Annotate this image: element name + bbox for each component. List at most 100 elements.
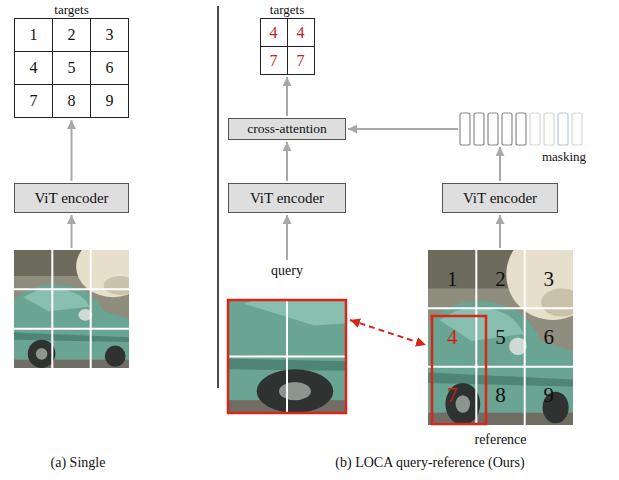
patch-number: 5 xyxy=(495,327,506,348)
box-label: ViT encoder xyxy=(250,189,324,207)
attention-box: cross-attention xyxy=(228,118,346,140)
divider-line xyxy=(217,6,219,388)
patch-cell: 6 xyxy=(525,308,573,366)
flow-arrow xyxy=(71,215,73,248)
patch-cell: 4 xyxy=(287,18,315,47)
correspondence-arrow xyxy=(350,320,426,345)
patch-cell: 7 xyxy=(287,46,315,75)
encoder-box: ViT encoder xyxy=(14,183,129,213)
masked-token xyxy=(558,113,568,145)
patch-cell: 5 xyxy=(52,51,91,85)
token xyxy=(516,113,526,145)
grid-heading: reference xyxy=(428,431,573,449)
box-label: ViT encoder xyxy=(463,189,537,207)
patch-cell: 2 xyxy=(52,18,91,52)
patch-cell: 9 xyxy=(525,367,573,425)
token xyxy=(502,113,512,145)
patch-cell: 4 xyxy=(260,18,288,47)
car-photo xyxy=(428,229,599,425)
patch-cell: 5 xyxy=(476,308,524,366)
patch-number: 1 xyxy=(447,269,458,290)
target-grid: targets123456789 xyxy=(14,2,129,118)
patch-cell: 7 xyxy=(428,367,476,425)
patch-number: 4 xyxy=(297,25,305,41)
patch-grid-lines xyxy=(14,250,129,368)
patch-number: 4 xyxy=(30,60,38,76)
flow-arrow xyxy=(71,120,73,181)
patch-number: 3 xyxy=(544,269,555,290)
patch-grid: 123456789 xyxy=(14,18,129,118)
patch-number: 2 xyxy=(68,27,76,43)
token xyxy=(474,113,484,145)
grid-line xyxy=(428,366,573,368)
grid-heading: targets xyxy=(14,2,129,18)
box-label: cross-attention xyxy=(247,121,326,137)
patch-number: 7 xyxy=(270,53,278,69)
patch-number: 7 xyxy=(297,53,305,69)
reference-image: 1 2 3 4 5 6 7 8 9 reference xyxy=(428,250,573,449)
flow-arrow xyxy=(499,147,501,181)
box-label: ViT encoder xyxy=(34,189,108,207)
patch-number: 4 xyxy=(447,327,458,348)
reference-image xyxy=(428,229,599,425)
patch-cell: 4 xyxy=(428,308,476,366)
patch-cell: 3 xyxy=(525,250,573,308)
caption-wrap: (b) LOCA query-reference (Ours) xyxy=(280,454,580,472)
grid-line xyxy=(524,250,526,425)
flow-arrow xyxy=(286,77,288,116)
patch-number: 8 xyxy=(495,385,506,406)
patch-cell: 9 xyxy=(90,84,129,118)
token xyxy=(460,113,470,145)
encoder-box: ViT encoder xyxy=(442,183,558,213)
grid-line xyxy=(228,356,346,358)
patch-cell: 1 xyxy=(14,18,53,52)
encoder-box: ViT encoder xyxy=(228,183,346,213)
query-outline xyxy=(228,300,346,413)
subfigure-caption: (b) LOCA query-reference (Ours) xyxy=(280,454,580,472)
grid-line xyxy=(90,250,92,368)
patch-cell: 4 xyxy=(14,51,53,85)
patch-number: 1 xyxy=(30,27,38,43)
patch-grid-lines xyxy=(228,300,346,413)
token-row: masking xyxy=(460,113,586,145)
grid-line xyxy=(14,328,129,330)
patch-cell: 7 xyxy=(260,46,288,75)
grid-line xyxy=(428,307,573,309)
photo-area xyxy=(228,300,346,413)
patch-number: 6 xyxy=(106,60,114,76)
grid-line xyxy=(14,288,129,290)
car-photo xyxy=(14,236,150,368)
patch-cell: 8 xyxy=(52,84,91,118)
masked-token xyxy=(530,113,540,145)
patch-cell: 3 xyxy=(90,18,129,52)
patch-grid: 1 2 3 4 5 6 7 8 9 xyxy=(428,250,573,425)
flow-arrow xyxy=(286,215,288,260)
patch-cell: 2 xyxy=(476,250,524,308)
patch-number: 7 xyxy=(447,385,458,406)
flow-arrow xyxy=(499,215,501,248)
patch-cell: 6 xyxy=(90,51,129,85)
patch-cell: 1 xyxy=(428,250,476,308)
caption-wrap: (a) Single xyxy=(0,454,228,472)
flow-arrow xyxy=(286,142,288,181)
patch-number: 4 xyxy=(270,25,278,41)
subfigure-caption: (a) Single xyxy=(0,454,228,472)
grid-line xyxy=(475,250,477,425)
patch-number: 3 xyxy=(106,27,114,43)
patch-number: 9 xyxy=(544,385,555,406)
token-row xyxy=(460,113,582,145)
target-grid: targets 4 4 7 7 xyxy=(260,2,315,75)
grid-heading: targets xyxy=(260,2,315,18)
patch-grid: 4 4 7 7 xyxy=(260,18,315,75)
patch-number: 2 xyxy=(495,269,506,290)
patch-number: 6 xyxy=(544,327,555,348)
input-image xyxy=(14,236,150,368)
token xyxy=(488,113,498,145)
patch-number: 8 xyxy=(68,93,76,109)
query-region-box xyxy=(432,316,486,424)
patch-number: 5 xyxy=(68,60,76,76)
patch-cell: 8 xyxy=(476,367,524,425)
